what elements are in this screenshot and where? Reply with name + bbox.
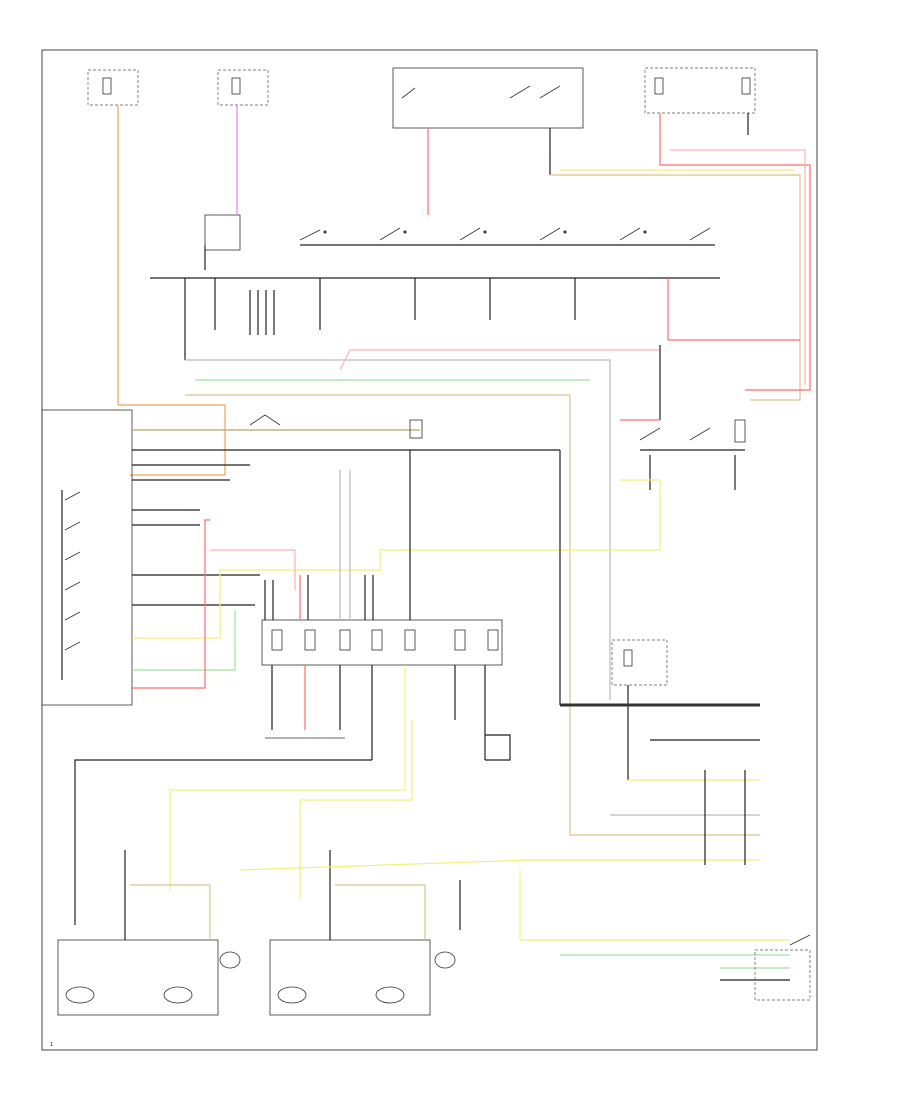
headlight-assembly-left	[57, 850, 241, 1016]
bus-drops	[184, 278, 669, 360]
harness-mid	[185, 345, 760, 836]
fuse-panel-center	[261, 450, 503, 666]
fuse-outputs	[74, 665, 511, 925]
page-number: 1	[50, 1042, 53, 1048]
relay-top	[249, 414, 423, 439]
relay-right	[559, 419, 746, 705]
switch-row	[150, 214, 720, 279]
control-module-left	[41, 409, 661, 706]
fuse-block-top-left	[87, 69, 269, 106]
fuse-block-top-right	[644, 67, 756, 114]
switch-bottom-right	[519, 870, 811, 1001]
feed-wires	[117, 105, 811, 476]
headlight-assembly-right	[239, 850, 531, 1016]
headlight-switch-box	[392, 67, 584, 129]
right-connector	[530, 639, 760, 865]
